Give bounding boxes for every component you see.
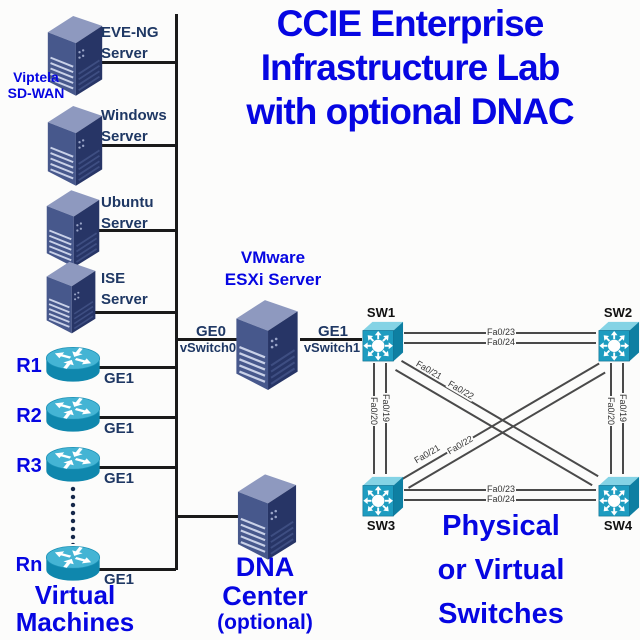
esxi-title-line1: VMware xyxy=(240,248,306,267)
title-line-1: CCIE Enterprise xyxy=(276,3,545,44)
eveng-name: EVE-NG xyxy=(101,24,159,41)
windows-name: Windows xyxy=(101,107,167,124)
virtual-machines-caption: Virtual Machines xyxy=(0,582,150,636)
router-rn-label: Rn xyxy=(15,554,43,576)
link-ise-bus xyxy=(94,311,176,314)
router-r3-label: R3 xyxy=(16,455,42,477)
router-r1-icon xyxy=(45,346,101,383)
r2-port-label: GE1 xyxy=(104,420,135,437)
ise-server-icon xyxy=(45,260,97,335)
link-esxi-sw1-ge1 xyxy=(300,338,362,341)
windows-server-label: Windows Server xyxy=(101,105,167,147)
port-sw2sw4-fa019: Fa0/19 xyxy=(617,393,628,424)
router-r2-icon xyxy=(45,396,101,433)
link-r3-bus xyxy=(98,466,176,469)
switches-caption-line2: or Virtual xyxy=(437,554,565,586)
port-sw3sw4-fa024: Fa0/24 xyxy=(486,494,517,504)
router-rn-icon xyxy=(45,545,101,582)
ise-server-label: ISE Server xyxy=(101,268,148,310)
router-ellipsis-dots xyxy=(70,486,76,544)
eveng-server-label: EVE-NG Server xyxy=(101,22,159,64)
router-r3-icon xyxy=(45,446,101,483)
ubuntu-name-2: Server xyxy=(101,215,148,232)
ubuntu-server-label: Ubuntu Server xyxy=(101,192,153,234)
rn-port-label: GE1 xyxy=(104,571,135,588)
switch-sw1-icon xyxy=(362,321,404,362)
link-bus-dnac xyxy=(176,515,239,518)
switches-caption-line3: Switches xyxy=(438,598,564,630)
windows-server-icon xyxy=(46,104,104,187)
viptela-sdwan-label: Viptela SD-WAN xyxy=(2,69,70,101)
ubuntu-name: Ubuntu xyxy=(101,194,154,211)
dnac-line1: DNA xyxy=(235,552,295,582)
switch-sw2-icon xyxy=(598,321,640,362)
esxi-vswitch0-label: vSwitch0 xyxy=(179,340,237,355)
dnac-server-icon xyxy=(236,473,298,561)
link-r2-bus xyxy=(98,416,176,419)
r3-port-label: GE1 xyxy=(104,470,135,487)
vm-caption-line1: Virtual xyxy=(34,580,116,610)
title-line-2: Infrastructure Lab xyxy=(260,47,561,88)
port-sw2sw4-fa020: Fa0/20 xyxy=(605,396,616,427)
dnac-caption: DNA Center (optional) xyxy=(195,553,335,635)
router-r2-label: R2 xyxy=(16,405,42,427)
link-sw3-sw2-b xyxy=(408,371,606,489)
sdwan-line: SD-WAN xyxy=(7,85,65,101)
switches-caption-line1: Physical xyxy=(442,510,560,542)
esxi-ge0-label: GE0 xyxy=(195,323,226,340)
link-eveng-bus xyxy=(98,61,176,64)
link-bus-esxi-ge0 xyxy=(176,338,238,341)
esxi-ge1-label: GE1 xyxy=(317,323,348,340)
link-windows-bus xyxy=(98,144,176,147)
port-sw1sw2-fa023: Fa0/23 xyxy=(486,327,517,337)
vm-bus-line xyxy=(175,14,178,570)
esxi-title-line2: ESXi Server xyxy=(224,270,322,289)
link-sw1-sw4-a xyxy=(400,360,599,478)
port-sw1sw3-fa019: Fa0/19 xyxy=(380,393,391,424)
link-sw1-sw4-b xyxy=(394,369,593,487)
vm-caption-line2: Machines xyxy=(15,607,135,637)
ise-name: ISE xyxy=(101,270,126,287)
port-sw1sw2-fa024: Fa0/24 xyxy=(486,337,517,347)
r1-port-label: GE1 xyxy=(104,370,135,387)
port-sw3sw2-fa022: Fa0/22 xyxy=(444,433,476,457)
esxi-title: VMware ESXi Server xyxy=(200,247,346,291)
sw1-label: SW1 xyxy=(366,305,396,320)
link-ubuntu-bus xyxy=(96,229,176,232)
link-r1-bus xyxy=(98,366,176,369)
dnac-line3: (optional) xyxy=(217,611,313,634)
switch-sw4-icon xyxy=(598,476,640,517)
port-sw3sw4-fa023: Fa0/23 xyxy=(486,484,517,494)
windows-name-2: Server xyxy=(101,128,148,145)
dnac-line2: Center xyxy=(222,581,308,611)
sw2-label: SW2 xyxy=(603,305,633,320)
esxi-vswitch1-label: vSwitch1 xyxy=(303,340,361,355)
router-r1-label: R1 xyxy=(16,355,42,377)
viptela-line: Viptela xyxy=(13,69,59,85)
ise-name-2: Server xyxy=(101,291,148,308)
port-sw1sw4-fa022: Fa0/22 xyxy=(445,378,477,402)
esxi-server-icon xyxy=(235,299,299,392)
link-rn-bus xyxy=(98,568,176,571)
title-line-3: with optional DNAC xyxy=(246,91,574,132)
page-title: CCIE Enterprise Infrastructure Lab with … xyxy=(180,2,640,134)
eveng-name-2: Server xyxy=(101,45,148,62)
sw4-label: SW4 xyxy=(603,518,633,533)
switch-sw3-icon xyxy=(362,476,404,517)
port-sw1sw3-fa020: Fa0/20 xyxy=(368,396,379,427)
physical-virtual-switches-caption: Physical or Virtual Switches xyxy=(415,504,587,636)
sw3-label: SW3 xyxy=(366,518,396,533)
